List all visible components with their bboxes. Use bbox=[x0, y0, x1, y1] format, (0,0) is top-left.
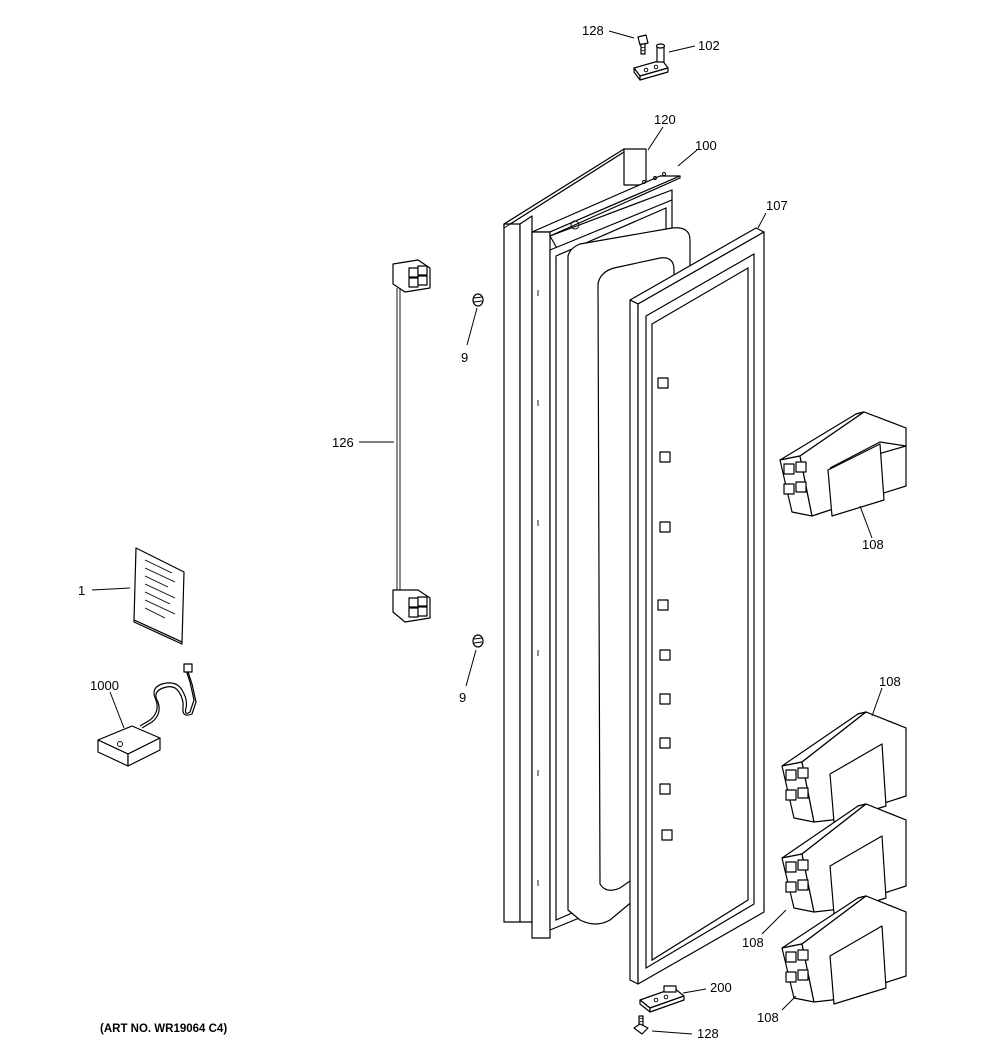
leader-108-4 bbox=[781, 995, 797, 1011]
leader-100 bbox=[677, 149, 698, 167]
callout-100: 100 bbox=[695, 138, 717, 153]
door-bin-1 bbox=[779, 411, 907, 517]
handle-stud-lower bbox=[472, 634, 484, 648]
leader-screw-top bbox=[608, 30, 635, 39]
callout-128-top: 128 bbox=[582, 23, 604, 38]
callout-9-lower: 9 bbox=[459, 690, 466, 705]
leader-9-lower bbox=[465, 649, 477, 687]
door-bin-2 bbox=[781, 711, 907, 823]
callout-108-1: 108 bbox=[862, 537, 884, 552]
leader-1000 bbox=[109, 691, 125, 729]
callout-107: 107 bbox=[766, 198, 788, 213]
callout-200: 200 bbox=[710, 980, 732, 995]
handle-stud-upper bbox=[472, 293, 484, 307]
callout-9-upper: 9 bbox=[461, 350, 468, 365]
shelf-clips bbox=[657, 377, 673, 841]
callout-108-2: 108 bbox=[879, 674, 901, 689]
top-screw bbox=[637, 34, 649, 55]
leader-107 bbox=[757, 212, 767, 229]
owner-manual bbox=[133, 547, 185, 645]
door-bin-3 bbox=[781, 803, 907, 915]
callout-1000: 1000 bbox=[90, 678, 119, 693]
callout-108-3: 108 bbox=[742, 935, 764, 950]
callout-108-4: 108 bbox=[757, 1010, 779, 1025]
leader-120 bbox=[647, 126, 664, 151]
bottom-hinge bbox=[639, 985, 685, 1013]
leader-hinge-top bbox=[668, 45, 696, 53]
door-gasket bbox=[629, 227, 765, 985]
callout-1: 1 bbox=[78, 583, 85, 598]
leader-9-upper bbox=[466, 307, 478, 346]
leader-108-2 bbox=[871, 687, 883, 717]
callout-120: 120 bbox=[654, 112, 676, 127]
leader-108-1 bbox=[859, 505, 873, 539]
door-handle bbox=[392, 259, 431, 623]
art-number: (ART NO. WR19064 C4) bbox=[100, 1023, 227, 1035]
leader-1 bbox=[91, 587, 131, 591]
callout-128-bottom: 128 bbox=[697, 1026, 719, 1041]
top-hinge bbox=[633, 43, 669, 81]
power-adapter bbox=[97, 663, 197, 767]
leader-200 bbox=[682, 988, 707, 994]
door-bin-4 bbox=[781, 895, 907, 1005]
callout-102: 102 bbox=[698, 38, 720, 53]
bottom-screw bbox=[633, 1015, 649, 1035]
leader-screw-bottom bbox=[651, 1030, 693, 1035]
callout-126: 126 bbox=[332, 435, 354, 450]
leader-108-3 bbox=[761, 909, 787, 935]
